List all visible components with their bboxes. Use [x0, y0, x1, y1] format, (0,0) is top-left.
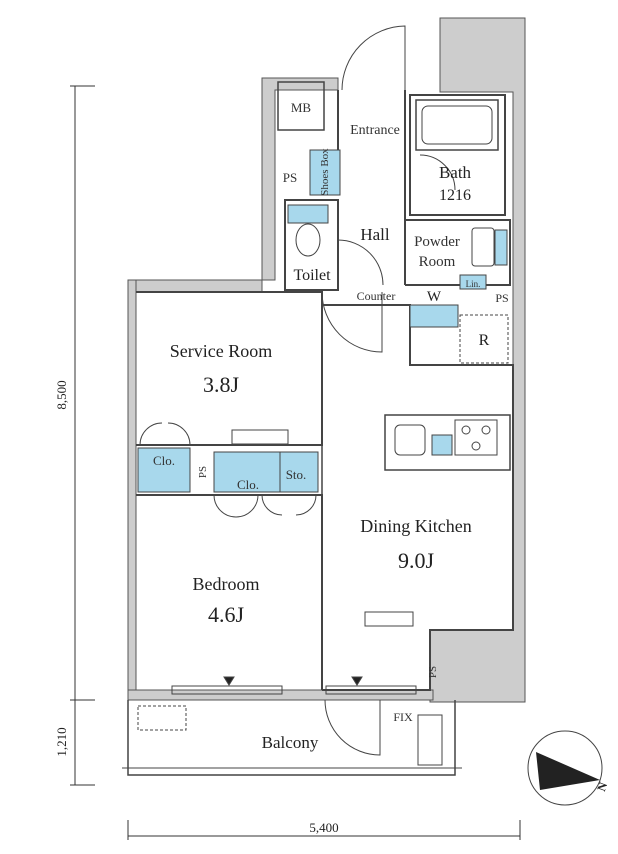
bath-inner [421, 105, 493, 145]
ac-unit-dk [364, 611, 414, 627]
toilet-door [337, 239, 384, 286]
balcony-door [324, 699, 381, 756]
clo-left-label: Clo. [153, 453, 175, 468]
powder-room-label-1: Powder [414, 234, 460, 250]
dim-width-label: 5,400 [309, 820, 338, 835]
toilet-walls [284, 199, 339, 291]
dk-window-marker [351, 676, 363, 686]
dim-balcony-label: 1,210 [54, 727, 69, 756]
doors [139, 25, 456, 756]
ps-top-label: PS [283, 170, 297, 185]
w-storage [409, 304, 459, 328]
hall-label: Hall [360, 225, 390, 244]
kitchen-counter [384, 414, 511, 471]
burner-2 [481, 425, 491, 435]
entrance-door [341, 25, 406, 91]
closet-left-storage [137, 447, 191, 493]
toilet-tank [287, 204, 329, 224]
dining-kitchen-label: Dining Kitchen [360, 516, 471, 536]
bath-walls [409, 94, 506, 216]
compass [527, 730, 603, 806]
balcony-label: Balcony [262, 733, 319, 752]
closet-left-doors [139, 422, 191, 446]
kitchen-sink [394, 424, 426, 456]
lin-storage [459, 274, 487, 290]
service-room-size: 3.8J [203, 372, 240, 397]
bottom-wall [127, 689, 434, 701]
shoes-box-label: Shoes Box [319, 148, 331, 196]
lin-label: Lin. [466, 279, 481, 289]
entrance-walls [337, 90, 406, 285]
powder-walls [405, 219, 511, 286]
bedroom-window [171, 685, 283, 695]
balcony-outline [127, 700, 456, 776]
counter-label: Counter [357, 289, 396, 303]
clo-mid-label: Clo. [237, 477, 259, 492]
left-wall [127, 279, 137, 701]
sto-label: Sto. [286, 467, 307, 482]
compass-n-label: N [594, 780, 610, 793]
interior-walls [122, 81, 514, 776]
mb-box [277, 81, 325, 131]
ps-right-label: PS [495, 291, 508, 305]
dimensions [70, 85, 521, 840]
kitchen-blue [431, 434, 453, 456]
fridge [459, 314, 509, 364]
walls [127, 17, 526, 703]
storage-areas [137, 149, 508, 493]
shoes-box-storage [309, 149, 341, 196]
entrance-label: Entrance [350, 123, 400, 138]
sink [471, 227, 495, 267]
toilet-label: Toilet [293, 267, 331, 284]
burner-3 [471, 441, 481, 451]
bath-label: Bath [439, 163, 472, 182]
ps-bottom-label: PS [427, 666, 439, 678]
w-label: W [427, 289, 442, 305]
ps-mid-label: PS [197, 466, 209, 478]
outdoor-unit [137, 705, 187, 731]
fixtures [137, 223, 509, 766]
service-room-walls [136, 291, 323, 446]
bath-size-label: 1216 [439, 187, 471, 204]
powder-room-label-2: Room [419, 254, 456, 270]
windows [171, 676, 417, 695]
burner-1 [461, 425, 471, 435]
bedroom-walls [136, 494, 323, 690]
mb-label: MB [291, 100, 312, 115]
r-label: R [479, 332, 490, 349]
fix-window-unit [417, 714, 443, 766]
ac-unit-service [231, 429, 289, 445]
bath-tub [415, 99, 499, 151]
dining-kitchen-size: 9.0J [398, 548, 435, 573]
closet-mid-doors [213, 494, 317, 518]
bath-door [419, 154, 456, 191]
fix-label: FIX [393, 710, 413, 724]
powder-blue [494, 229, 508, 266]
bedroom-window-marker [223, 676, 235, 686]
bedroom-size: 4.6J [208, 602, 245, 627]
sto-storage [279, 451, 319, 493]
hall-door [321, 291, 383, 353]
service-room-label: Service Room [170, 341, 272, 361]
toilet-bowl [295, 223, 321, 257]
bedroom-label: Bedroom [193, 574, 260, 594]
compass-needle [536, 752, 600, 790]
dim-height-label: 8,500 [54, 380, 69, 409]
dk-window [325, 685, 417, 695]
labels: MB Entrance PS Shoes Box Bath 1216 Hall … [54, 100, 610, 835]
